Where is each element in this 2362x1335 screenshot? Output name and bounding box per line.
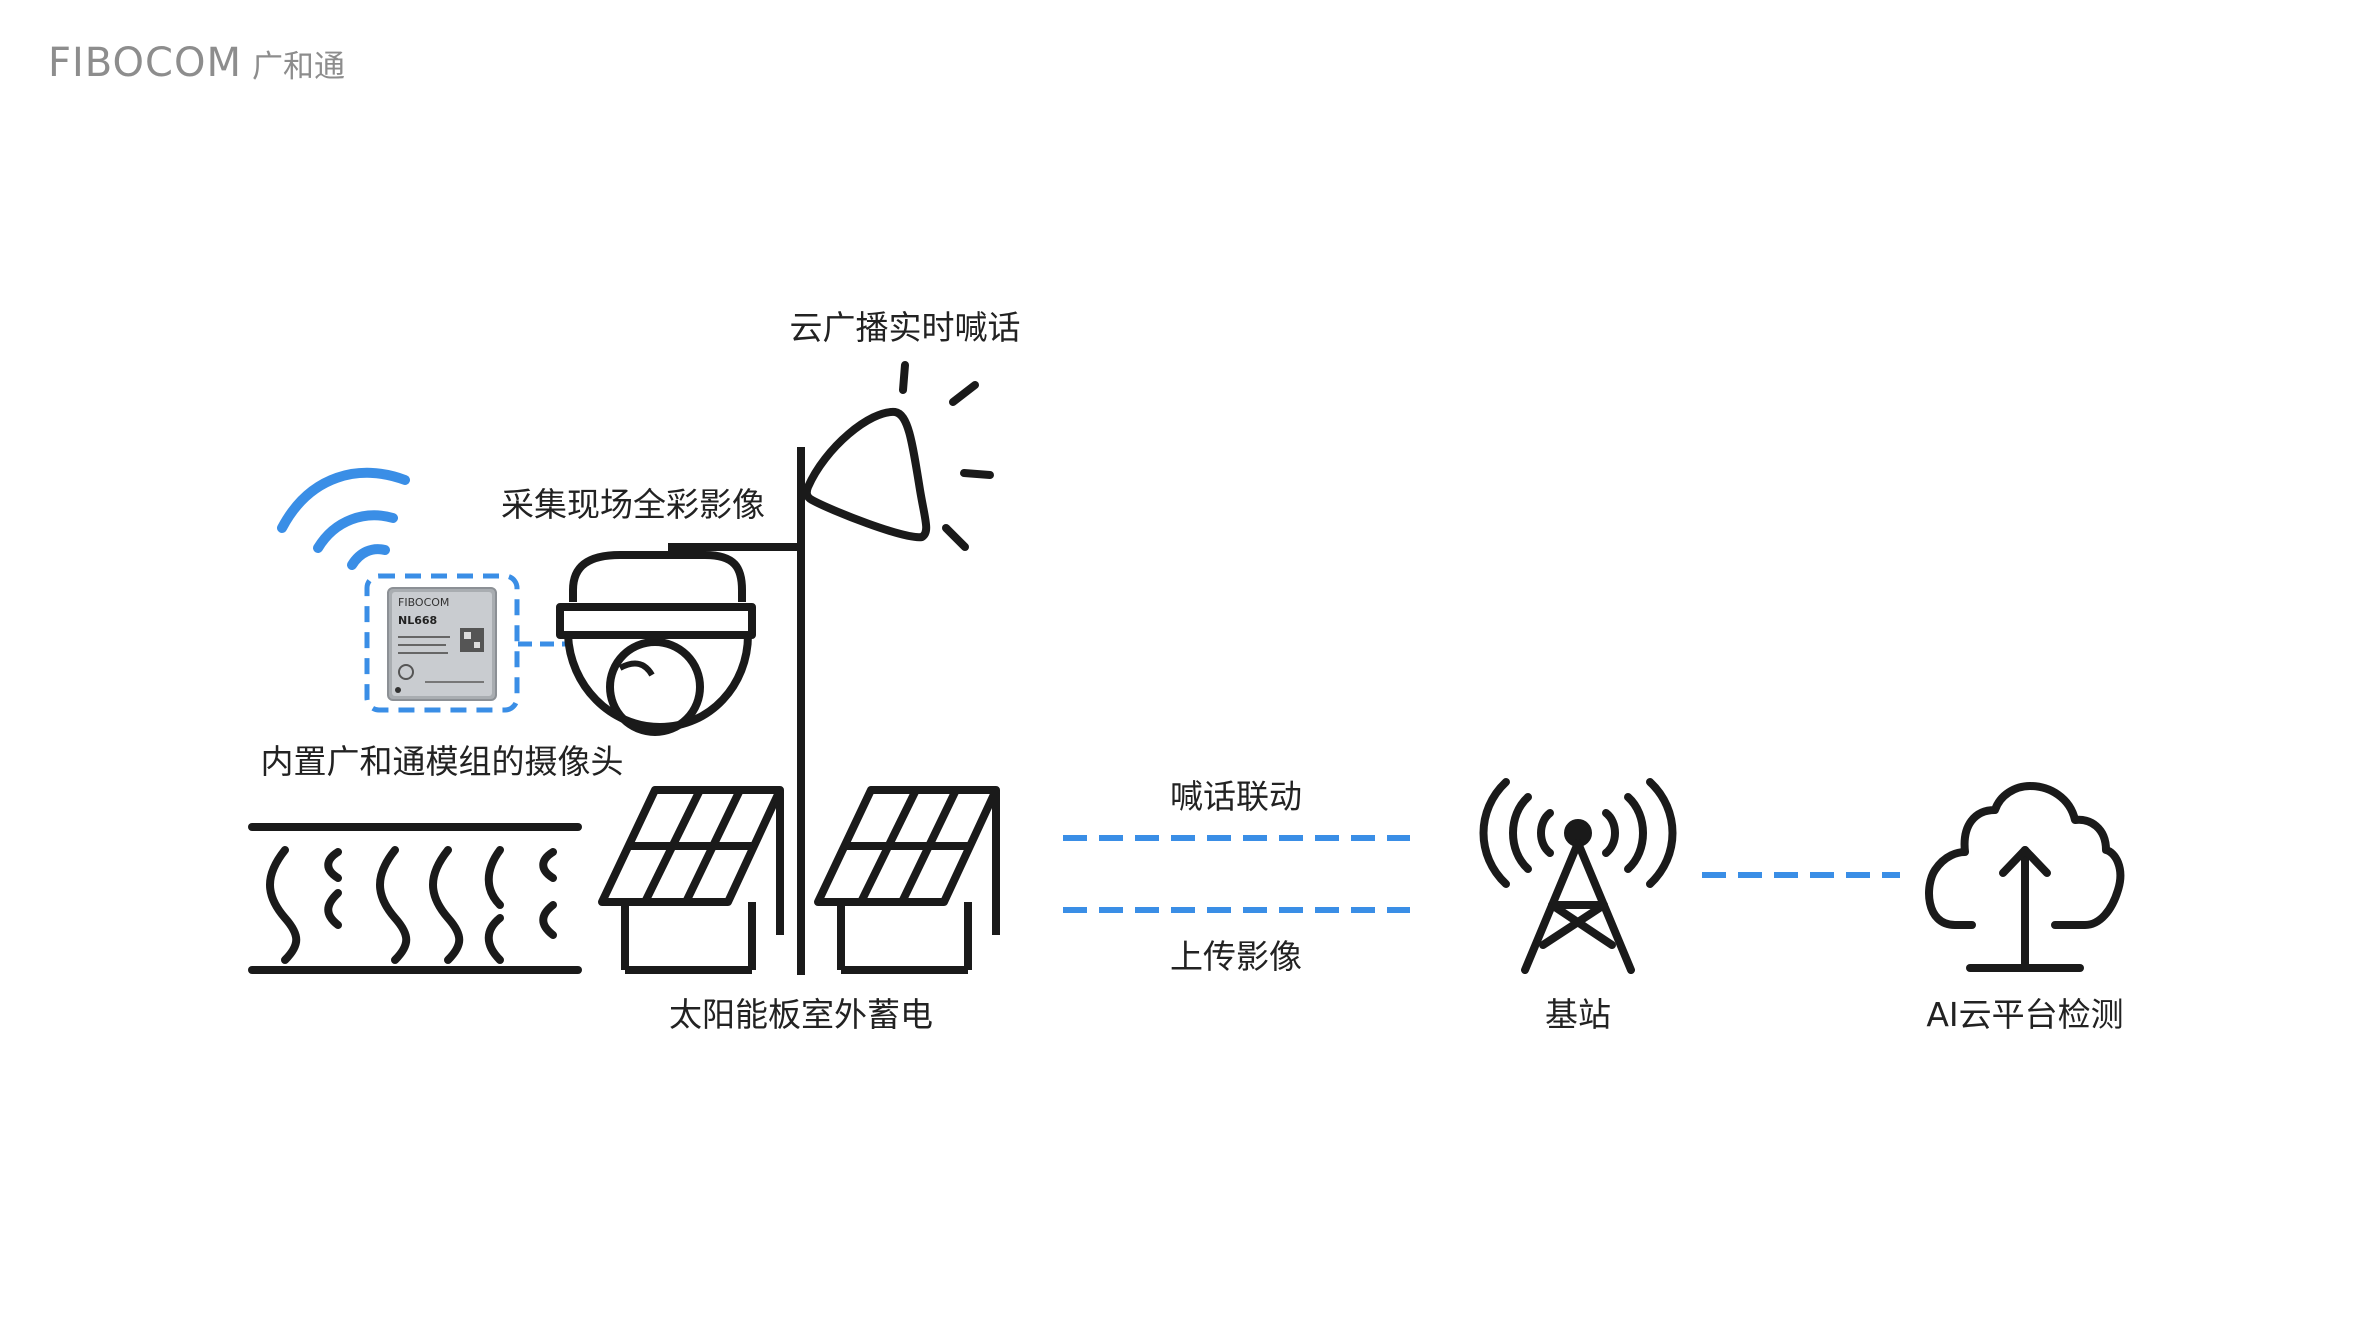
dome-camera-icon — [556, 551, 756, 736]
speaker-icon — [802, 361, 994, 551]
logo-wordmark: FIBOCOM — [48, 40, 242, 86]
solar-panel-icon-2 — [814, 786, 1000, 974]
chip-brand-text: FIBOCOM — [398, 596, 449, 609]
label-shout-link: 喊话联动 — [1170, 777, 1302, 816]
solar-panel-icon — [598, 786, 784, 974]
label-base-station: 基站 — [1545, 995, 1611, 1034]
module-chip-icon: FIBOCOM NL668 — [364, 573, 520, 713]
wifi-icon — [277, 467, 410, 570]
link-lines — [1063, 835, 1900, 913]
label-solar: 太阳能板室外蓄电 — [669, 995, 933, 1034]
label-capture: 采集现场全彩影像 — [501, 485, 765, 524]
label-upload: 上传影像 — [1170, 937, 1302, 976]
logo-chinese: 广和通 — [251, 48, 345, 85]
label-camera-module: 内置广和通模组的摄像头 — [260, 742, 624, 781]
chip-model-text: NL668 — [398, 614, 437, 627]
water-waves-icon — [248, 823, 582, 974]
label-cloud-broadcast: 云广播实时喊话 — [789, 308, 1021, 347]
brand-logo: FIBOCOM 广和通 — [48, 38, 345, 88]
pole — [668, 447, 805, 975]
label-ai-cloud: AI云平台检测 — [1926, 995, 2124, 1034]
base-station-icon — [1479, 778, 1677, 974]
cloud-upload-icon — [1925, 782, 2125, 972]
